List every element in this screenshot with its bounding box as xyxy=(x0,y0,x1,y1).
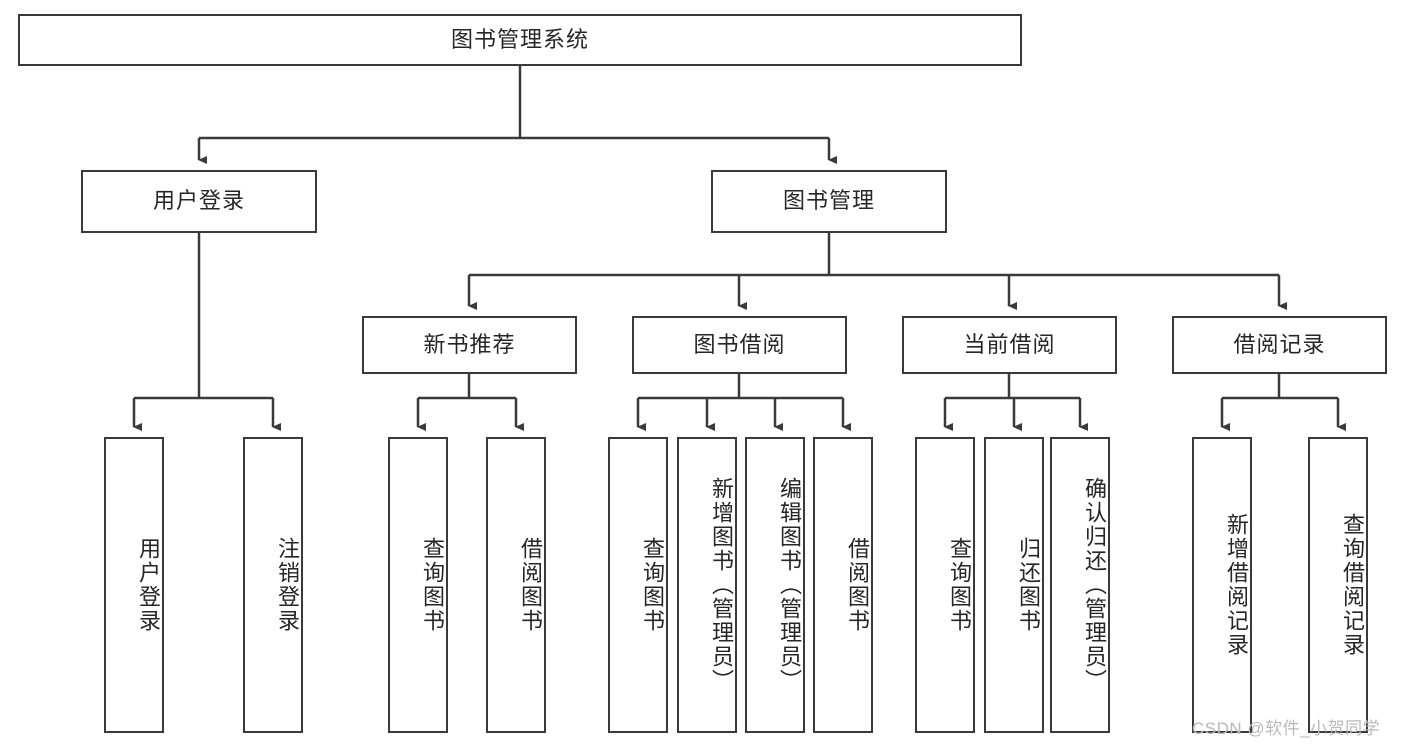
node-label: 编辑图书（管理员） xyxy=(777,477,802,693)
node-book-management[interactable]: 图书管理 xyxy=(711,170,947,233)
node-leaf-return-book[interactable]: 归还图书 xyxy=(984,437,1044,733)
node-label: 借阅图书 xyxy=(518,537,543,633)
node-label: 新书推荐 xyxy=(423,331,516,357)
node-user-login[interactable]: 用户登录 xyxy=(81,170,317,233)
node-leaf-query-book-recommend[interactable]: 查询图书 xyxy=(388,437,448,733)
node-label: 查询图书 xyxy=(640,537,665,633)
node-leaf-confirm-return-admin[interactable]: 确认归还（管理员） xyxy=(1050,437,1110,733)
node-root-system[interactable]: 图书管理系统 xyxy=(18,14,1022,66)
node-leaf-borrow-book[interactable]: 借阅图书 xyxy=(813,437,873,733)
node-leaf-user-login[interactable]: 用户登录 xyxy=(104,437,164,733)
node-label: 当前借阅 xyxy=(963,331,1056,357)
node-label: 查询图书 xyxy=(420,537,445,633)
node-leaf-add-borrow-record[interactable]: 新增借阅记录 xyxy=(1192,437,1252,733)
node-current-borrow[interactable]: 当前借阅 xyxy=(902,316,1117,374)
node-label: 确认归还（管理员） xyxy=(1082,477,1107,693)
node-label: 图书借阅 xyxy=(693,331,786,357)
node-label: 图书管理系统 xyxy=(450,26,589,52)
node-label: 查询借阅记录 xyxy=(1340,513,1365,657)
node-leaf-query-book-current[interactable]: 查询图书 xyxy=(915,437,975,733)
node-label: 借阅图书 xyxy=(845,537,870,633)
node-leaf-query-book-borrow[interactable]: 查询图书 xyxy=(608,437,668,733)
node-label: 新增图书（管理员） xyxy=(709,477,734,693)
node-label: 借阅记录 xyxy=(1233,331,1326,357)
node-label: 图书管理 xyxy=(782,188,875,214)
node-label: 查询图书 xyxy=(947,537,972,633)
node-leaf-borrow-book-recommend[interactable]: 借阅图书 xyxy=(486,437,546,733)
node-label: 归还图书 xyxy=(1016,537,1041,633)
node-book-borrow[interactable]: 图书借阅 xyxy=(632,316,847,374)
node-label: 用户登录 xyxy=(136,537,161,633)
node-leaf-add-book-admin[interactable]: 新增图书（管理员） xyxy=(677,437,737,733)
node-label: 注销登录 xyxy=(275,537,300,633)
node-borrow-record[interactable]: 借阅记录 xyxy=(1172,316,1387,374)
node-label: 新增借阅记录 xyxy=(1224,513,1249,657)
node-leaf-query-borrow-record[interactable]: 查询借阅记录 xyxy=(1308,437,1368,733)
node-leaf-edit-book-admin[interactable]: 编辑图书（管理员） xyxy=(745,437,805,733)
watermark-text: CSDN @软件_小贺同学 xyxy=(1192,719,1381,738)
node-leaf-logout[interactable]: 注销登录 xyxy=(243,437,303,733)
node-new-book-recommend[interactable]: 新书推荐 xyxy=(362,316,577,374)
node-label: 用户登录 xyxy=(152,188,245,214)
